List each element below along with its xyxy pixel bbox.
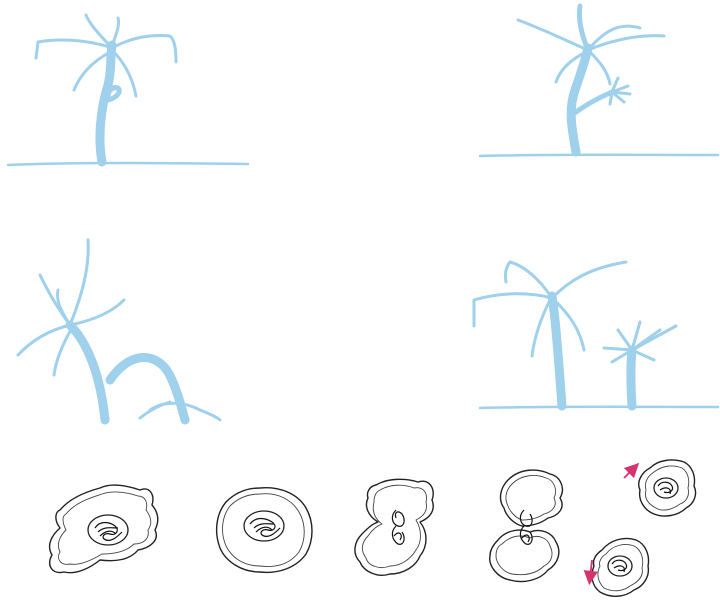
side-shoot-leaves bbox=[610, 78, 630, 104]
stem bbox=[70, 325, 105, 420]
branch bbox=[579, 6, 588, 50]
amoeboid-cell bbox=[50, 485, 158, 573]
plant-sketch-2 bbox=[480, 6, 718, 156]
branch bbox=[112, 36, 176, 63]
branch bbox=[518, 20, 588, 50]
daughter-cells bbox=[590, 460, 696, 596]
small-plant-leaves bbox=[604, 322, 676, 362]
plant-sketch-3 bbox=[18, 240, 220, 420]
ground-line bbox=[8, 163, 248, 165]
arrow-up-right bbox=[624, 468, 634, 478]
stem-bud bbox=[108, 88, 119, 100]
branch bbox=[112, 18, 119, 46]
rounded-cell bbox=[217, 488, 312, 573]
stem bbox=[571, 48, 588, 152]
plant-sketch-1 bbox=[8, 15, 248, 165]
branch bbox=[552, 262, 626, 298]
branch bbox=[140, 402, 170, 418]
arching-stem bbox=[110, 358, 185, 421]
branch bbox=[70, 240, 88, 325]
ground-line bbox=[480, 155, 718, 156]
branch bbox=[36, 40, 112, 58]
daughter-cell-bottom bbox=[592, 538, 649, 596]
branch bbox=[590, 52, 610, 84]
branch bbox=[532, 300, 550, 356]
stem bbox=[100, 45, 112, 162]
plant-sketch-4 bbox=[474, 262, 718, 408]
branch bbox=[54, 328, 72, 375]
dividing-cell-early bbox=[355, 479, 433, 575]
daughter-cell-top bbox=[639, 460, 696, 516]
branch bbox=[58, 290, 71, 325]
small-plant-stem bbox=[631, 350, 632, 406]
ground-line bbox=[480, 407, 718, 408]
dividing-cell-late bbox=[490, 470, 563, 581]
stem bbox=[552, 296, 562, 406]
